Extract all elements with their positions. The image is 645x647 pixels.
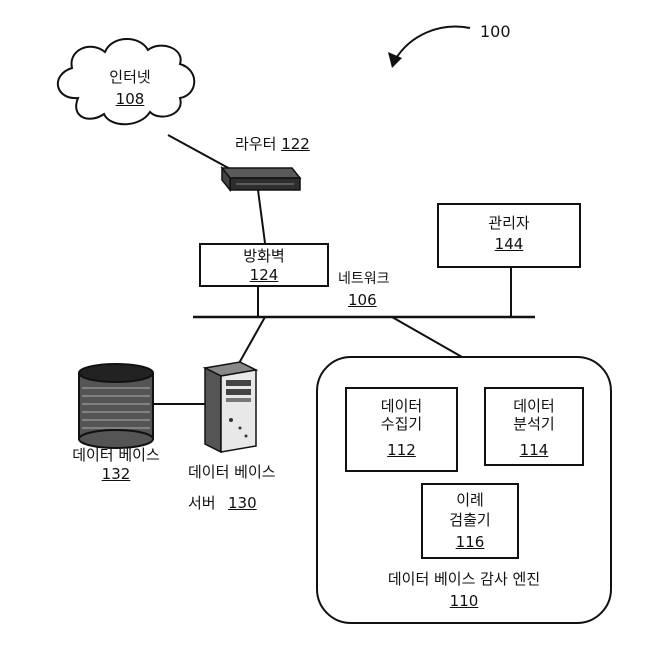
data-collector-label-line2: 수집기 <box>380 415 423 433</box>
router-firewall-link <box>257 189 266 244</box>
db-server-label-line1: 데이터 베이스 <box>188 463 276 481</box>
data-collector-ref: 112 <box>387 441 416 459</box>
anomaly-detector-label-line2: 검출기 <box>449 511 491 529</box>
data-analyzer-ref: 114 <box>519 441 549 459</box>
router-ref: 122 <box>281 135 310 153</box>
server-bus-link <box>237 316 266 366</box>
server-tower-icon <box>202 361 259 454</box>
anomaly-detector-label-line1: 이례 <box>456 491 484 509</box>
database-label: 데이터 베이스 <box>72 446 160 464</box>
audit-engine-container <box>316 356 612 624</box>
internet-ref: 108 <box>115 90 145 108</box>
audit-engine-label: 데이터 베이스 감사 엔진 <box>387 570 541 588</box>
router-icon <box>220 165 302 193</box>
db-server-ref: 130 <box>228 494 257 512</box>
database-cylinder-icon <box>78 363 154 449</box>
anomaly-detector-ref: 116 <box>455 533 485 551</box>
database-ref: 132 <box>101 465 131 483</box>
router-label-text: 라우터 <box>235 135 277 153</box>
internet-label: 인터넷 <box>109 68 151 86</box>
network-ref: 106 <box>348 291 377 309</box>
internet-router-link <box>167 134 233 171</box>
data-analyzer-box: 데이터 분석기 114 <box>484 387 584 466</box>
data-analyzer-label-line1: 데이터 <box>513 397 555 415</box>
firewall-box: 방화벽 124 <box>199 243 329 287</box>
anomaly-detector-box: 이례 검출기 116 <box>421 483 519 559</box>
admin-box: 관리자 144 <box>437 203 581 268</box>
internet-cloud <box>56 38 196 126</box>
firewall-label: 방화벽 <box>243 247 285 265</box>
data-collector-label-line1: 데이터 <box>380 397 423 415</box>
network-label: 네트워크 <box>338 271 390 287</box>
data-collector-box: 데이터 수집기 112 <box>345 387 458 472</box>
admin-label: 관리자 <box>488 214 530 232</box>
engine-bus-link <box>391 316 463 358</box>
db-server-label-line2: 서버 <box>188 494 216 512</box>
admin-ref: 144 <box>494 235 524 253</box>
data-analyzer-label-line2: 분석기 <box>513 415 555 433</box>
figure-arrow <box>394 25 471 61</box>
audit-engine-ref: 110 <box>449 592 479 610</box>
figure-arrowhead <box>388 52 402 68</box>
firewall-ref: 124 <box>249 266 279 284</box>
router-label: 라우터 122 <box>235 135 310 154</box>
figure-ref-label: 100 <box>480 22 511 41</box>
